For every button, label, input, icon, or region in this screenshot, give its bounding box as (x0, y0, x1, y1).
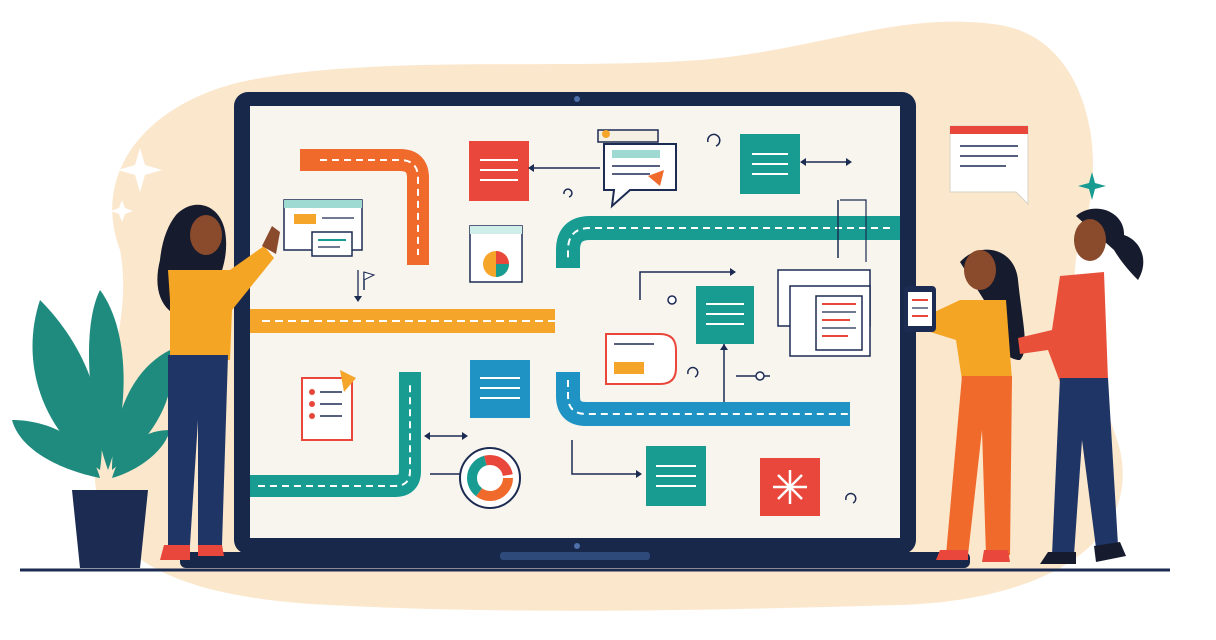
browser-window-icon (283, 199, 363, 257)
teal-flow-arrow-lower (250, 372, 421, 497)
checklist-icon (301, 370, 356, 441)
document-icon (469, 141, 529, 201)
blue-flow-arrow (556, 372, 850, 426)
person-middle-right (924, 249, 1025, 562)
pie-chart-icon (469, 225, 523, 283)
browser-window-icon (777, 199, 871, 357)
laptop-camera (574, 96, 580, 102)
starburst-icon (760, 458, 820, 516)
potted-plant (12, 290, 172, 568)
donut-chart-icon (459, 447, 521, 509)
document-icon (696, 286, 754, 344)
document-icon (470, 360, 530, 418)
flag-icon (363, 271, 376, 290)
swirl-icon (563, 133, 857, 504)
laptop-led (574, 543, 580, 549)
person-left (157, 204, 280, 560)
sparkle-icon (1078, 172, 1106, 200)
sparkle-icon (111, 148, 162, 222)
teal-flow-arrow-upper (556, 216, 900, 268)
person-right (1018, 208, 1144, 564)
document-icon (646, 446, 706, 506)
chat-bubble-icon (605, 333, 677, 385)
amber-flow-arrow (250, 309, 560, 333)
browser-window-icon (949, 125, 1029, 206)
tablet-icon (904, 286, 936, 332)
chat-bubble-icon (597, 129, 677, 209)
laptop-notch (500, 552, 650, 560)
orange-flow-arrow (300, 149, 429, 265)
document-icon (740, 134, 800, 194)
